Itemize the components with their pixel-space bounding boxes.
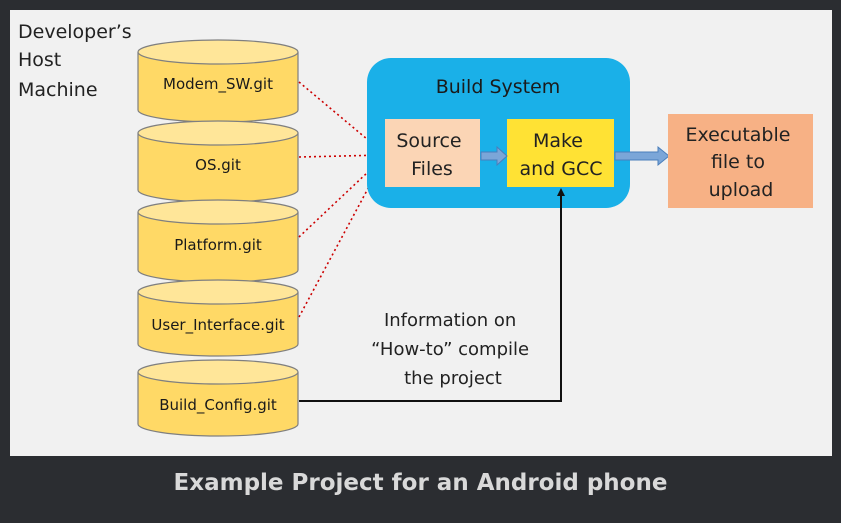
make-gcc-box bbox=[507, 119, 614, 187]
repo-cylinder-build-config bbox=[137, 359, 299, 437]
how-to-compile-note: Information on “How-to” compile the proj… bbox=[371, 310, 535, 389]
arrow-make-to-executable bbox=[614, 145, 670, 167]
dotted-link-modem bbox=[298, 81, 387, 156]
host-machine-label: Developer’s Host Machine bbox=[18, 21, 138, 101]
dotted-link-ui bbox=[298, 154, 387, 318]
repo-label-build-config: Build_Config.git bbox=[159, 396, 277, 415]
executable-box bbox=[668, 114, 813, 208]
repo-label-ui: User_Interface.git bbox=[151, 316, 284, 335]
repository-stack bbox=[137, 39, 299, 437]
source-files-box bbox=[385, 119, 480, 187]
repo-label-os: OS.git bbox=[195, 156, 241, 174]
repo-label-platform: Platform.git bbox=[174, 236, 262, 254]
executable-label: Executable file to upload bbox=[685, 124, 796, 201]
slide-caption: Example Project for an Android phone bbox=[173, 470, 668, 496]
repo-cylinder-ui bbox=[137, 279, 299, 357]
source-files-label: Source Files bbox=[396, 130, 467, 180]
build-config-connector bbox=[299, 188, 565, 402]
repository-labels: Modem_SW.git OS.git Platform.git User_In… bbox=[151, 75, 284, 415]
repo-cylinder-modem bbox=[137, 39, 299, 123]
repo-label-modem: Modem_SW.git bbox=[163, 75, 273, 94]
arrow-source-to-make bbox=[480, 145, 508, 167]
repo-cylinder-os bbox=[137, 120, 299, 203]
build-system-title: Build System bbox=[436, 76, 561, 98]
make-gcc-label: Make and GCC bbox=[519, 130, 602, 180]
dotted-links bbox=[298, 81, 387, 318]
repo-cylinder-platform bbox=[137, 199, 299, 283]
